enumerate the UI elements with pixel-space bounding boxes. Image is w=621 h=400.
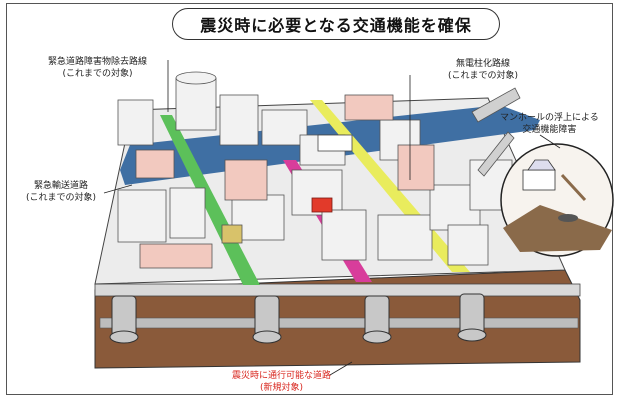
callout-transport-line2: (これまでの対象) (26, 193, 97, 203)
callout-no-pole-line2: (これまでの対象) (448, 71, 519, 81)
callout-no-pole-line1: 無電柱化路線 (456, 59, 511, 69)
callout-manhole-line2: 交通機能障害 (522, 125, 577, 135)
callout-manhole-line1: マンホールの浮上による (500, 113, 599, 123)
callout-passable-line2: (新規対象) (259, 383, 304, 393)
underground-section (94, 269, 581, 369)
manhole-uplift-inset (500, 143, 614, 257)
pipe-elements (471, 87, 521, 177)
callout-passable-road-new: 震災時に通行可能な道路 (新規対象) (232, 370, 331, 394)
callout-obstruction-removal-route: 緊急道路障害物除去路線 (これまでの対象) (48, 56, 147, 80)
callout-manhole-uplift: マンホールの浮上による 交通機能障害 (500, 112, 599, 136)
callout-emergency-transport-road: 緊急輸送道路 (これまでの対象) (26, 180, 96, 204)
callout-no-pole-route: 無電柱化路線 (これまでの対象) (448, 58, 518, 82)
vehicles (221, 134, 353, 244)
callout-obstruction-line2: (これまでの対象) (62, 69, 133, 79)
leader-lines (103, 60, 561, 376)
callout-obstruction-line1: 緊急道路障害物除去路線 (48, 57, 148, 67)
callout-transport-line1: 緊急輸送道路 (34, 181, 89, 191)
diagram-title: 震災時に必要となる交通機能を確保 (172, 8, 500, 40)
manhole-shafts (109, 293, 487, 344)
buildings (117, 71, 513, 269)
callout-passable-line1: 震災時に通行可能な道路 (232, 371, 332, 381)
